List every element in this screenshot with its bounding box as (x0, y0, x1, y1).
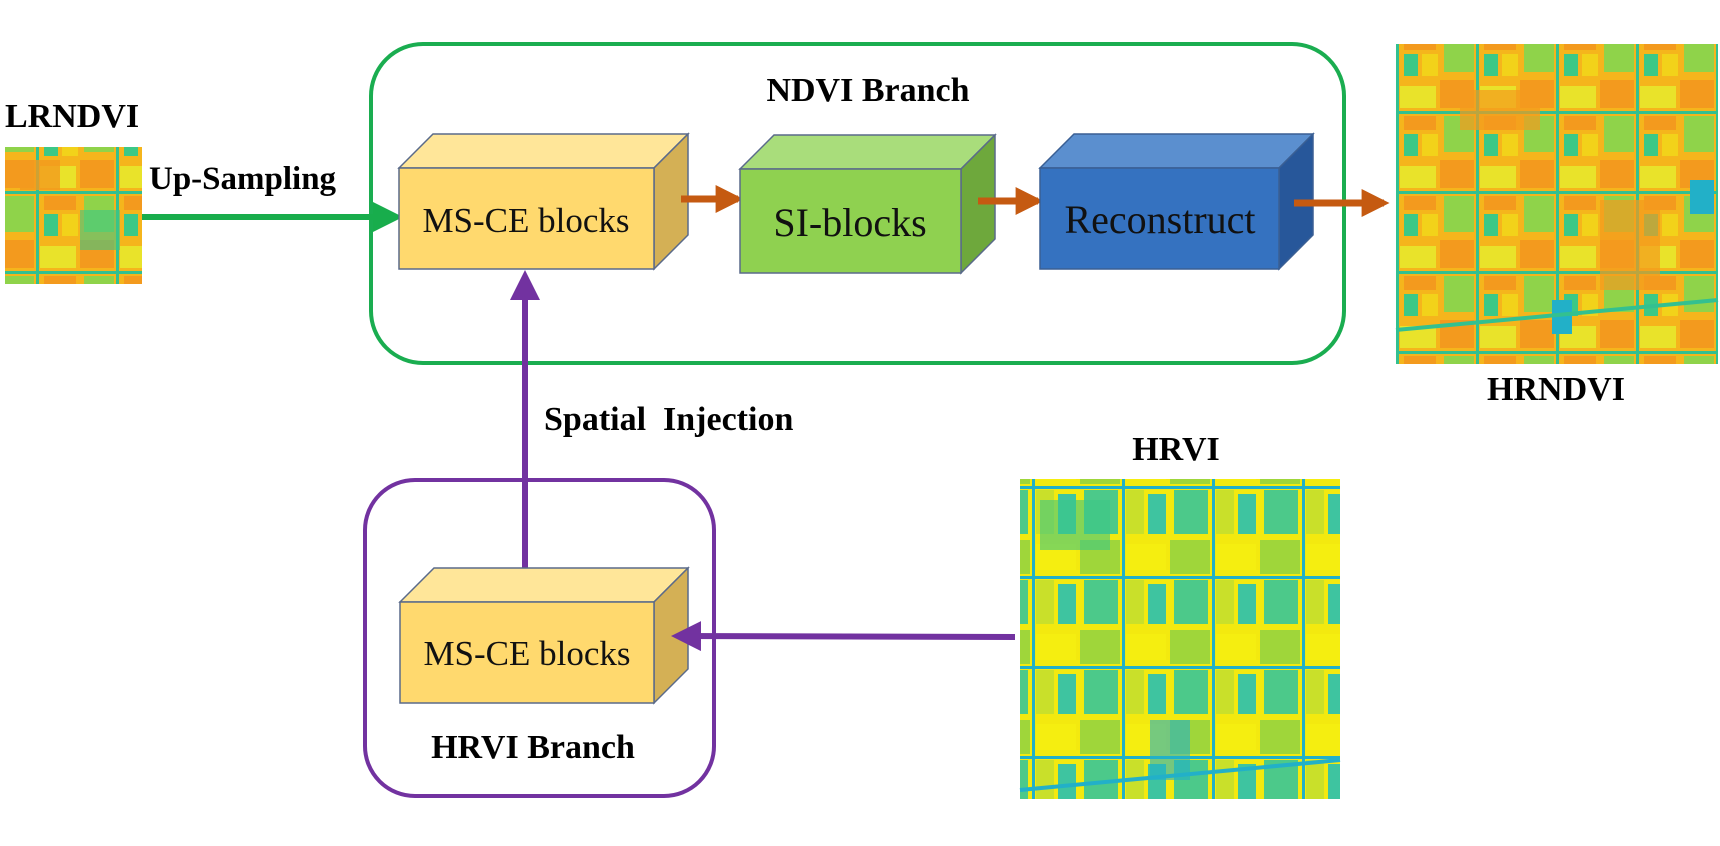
hrvi-label: HRVI (1132, 431, 1220, 468)
ms-ce-block-bottom: MS-CE blocks (398, 566, 690, 705)
si-block: SI-blocks (738, 133, 997, 275)
si-blocks-label: SI-blocks (773, 200, 926, 245)
ms-ce-block-top: MS-CE blocks (397, 132, 690, 271)
hrvi-branch-title: HRVI Branch (431, 729, 635, 766)
hrvi-to-msce-arrow (671, 621, 1016, 652)
hrvi-image (1019, 479, 1341, 799)
spatial-injection-label: Spatial Injection (544, 401, 793, 438)
ndvi-branch-title: NDVI Branch (766, 72, 969, 109)
ms-ce-bottom-label: MS-CE blocks (423, 634, 630, 673)
reconstruct-block: Reconstruct (1038, 132, 1315, 271)
hrndvi-image (1395, 44, 1719, 364)
lrndvi-label: LRNDVI (5, 98, 139, 135)
lrndvi-image (5, 147, 142, 284)
up-sampling-label: Up-Sampling (149, 161, 337, 197)
reconstruct-label: Reconstruct (1064, 197, 1255, 242)
ms-ce-top-label: MS-CE blocks (422, 201, 629, 240)
hrndvi-label: HRNDVI (1487, 371, 1625, 408)
